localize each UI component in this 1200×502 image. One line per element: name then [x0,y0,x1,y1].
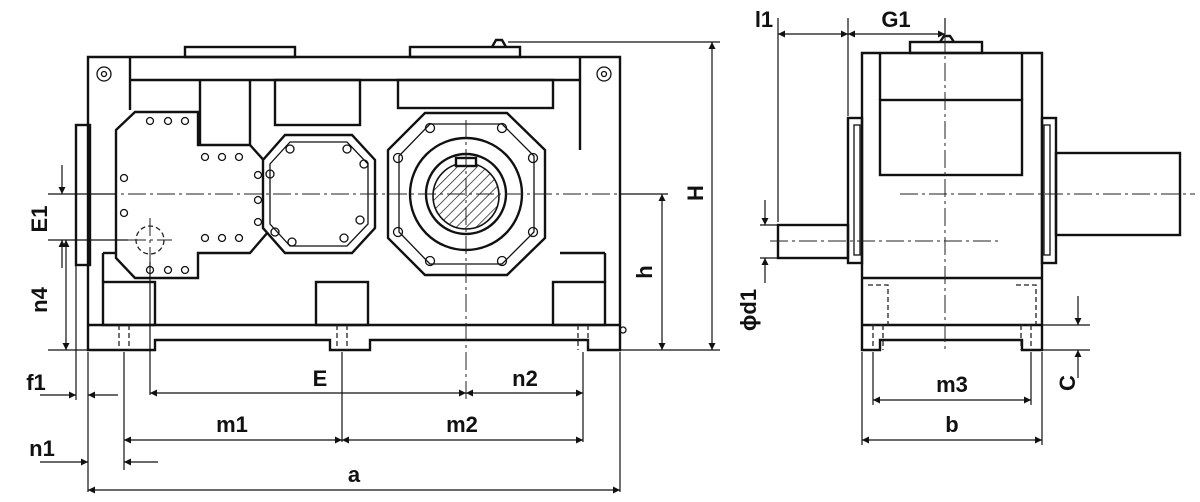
foot-bolt-holes-hidden [118,325,589,350]
label-n2: n2 [512,366,538,391]
label-m3: m3 [936,372,968,397]
dimension-labels: E1 n4 f1 E n2 m1 m2 n1 a h H l1 G1 ϕd1 m… [26,7,1080,487]
top-cover-left [183,45,297,59]
drain-plug-icon [619,326,627,334]
lifting-hole-left-icon [96,66,112,82]
input-flange-plate [74,123,92,267]
breather-plug [490,38,508,48]
label-E1: E1 [27,206,52,233]
input-cover-bolts [119,116,263,275]
label-m1: m1 [216,412,248,437]
label-n1: n1 [29,436,55,461]
side-top-cover [908,40,984,55]
input-bearing-cover [114,110,270,280]
side-housing-outline [860,51,1044,352]
output-flange-bolts [392,122,539,267]
label-n4: n4 [27,286,52,312]
side-bearing-cap-left [846,116,864,265]
label-d1: ϕd1 [736,289,761,331]
intermediate-cover-bolts [265,144,369,247]
label-b: b [945,412,958,437]
side-view [770,34,1195,352]
label-a: a [348,462,361,487]
label-C: C [1055,375,1080,391]
dimension-lines [40,30,1082,494]
front-view [70,38,628,400]
label-m2: m2 [446,412,478,437]
top-cover-right [408,45,522,59]
label-G1: G1 [881,7,910,32]
inspection-window-2 [396,78,555,110]
label-H: H [683,185,708,201]
side-foot-holes-hidden [868,284,1037,350]
side-inspection-window [878,98,1024,177]
label-f1: f1 [26,370,46,395]
lifting-hole-right-icon [596,66,612,82]
extension-lines [48,18,1090,492]
label-E: E [313,366,328,391]
label-l1: l1 [755,7,773,32]
inspection-window-1 [273,78,362,127]
label-h: h [632,265,657,278]
